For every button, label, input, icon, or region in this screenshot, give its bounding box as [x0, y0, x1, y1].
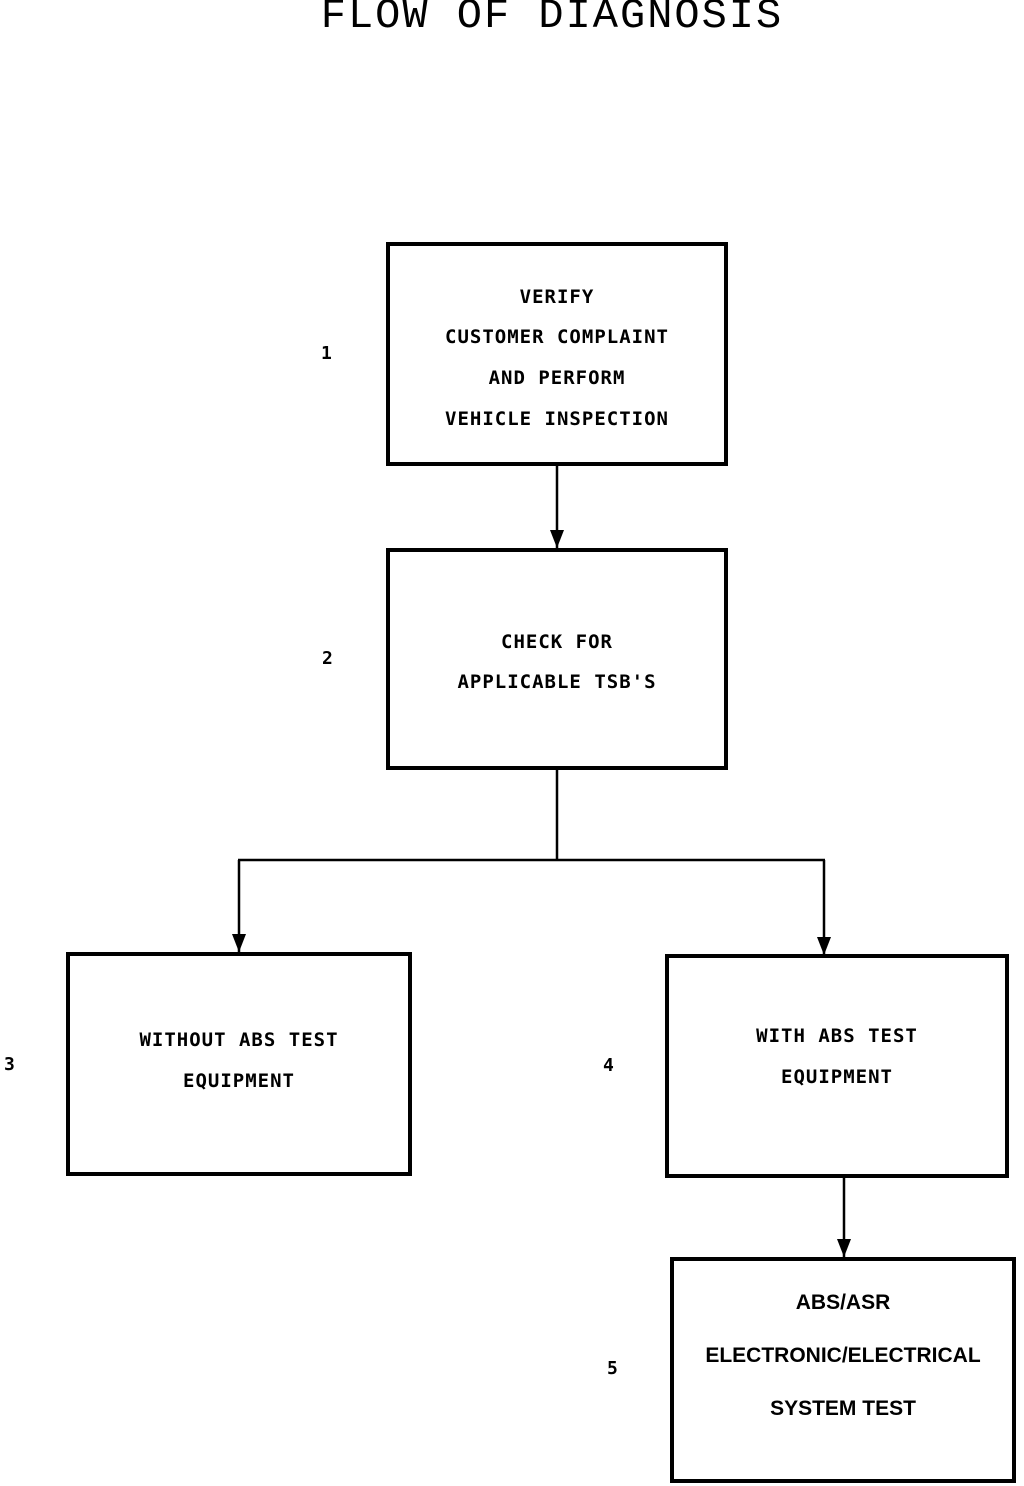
step-2-line: APPLICABLE TSB'S [457, 671, 657, 693]
step-2-line: CHECK FOR [501, 631, 613, 653]
step-5-number: 5 [607, 1358, 618, 1379]
arrowhead-2-to-4 [817, 937, 831, 955]
step-2-number: 2 [322, 648, 333, 669]
step-5-box: ABS/ASR ELECTRONIC/ELECTRICAL SYSTEM TES… [670, 1257, 1016, 1483]
step-5-line: SYSTEM TEST [770, 1397, 916, 1420]
step-3-number: 3 [4, 1054, 15, 1075]
arrowhead-2-to-3 [232, 934, 246, 952]
step-1-number: 1 [321, 343, 332, 364]
step-1-line: VEHICLE INSPECTION [445, 408, 669, 430]
diagram-title: FLOW OF DIAGNOSIS [320, 0, 784, 40]
step-3-box: WITHOUT ABS TEST EQUIPMENT [66, 952, 412, 1176]
step-1-line: CUSTOMER COMPLAINT [445, 326, 669, 348]
step-1-line: VERIFY [519, 286, 595, 308]
step-4-line: EQUIPMENT [781, 1066, 893, 1088]
step-4-box: WITH ABS TEST EQUIPMENT [665, 954, 1009, 1178]
step-1-line: AND PERFORM [488, 367, 626, 389]
step-5-line: ELECTRONIC/ELECTRICAL [705, 1344, 981, 1367]
step-5-line: ABS/ASR [795, 1291, 891, 1314]
step-4-number: 4 [603, 1055, 614, 1076]
step-3-line: WITHOUT ABS TEST [139, 1029, 339, 1051]
step-1-box: VERIFY CUSTOMER COMPLAINT AND PERFORM VE… [386, 242, 728, 466]
arrowhead-4-to-5 [837, 1239, 851, 1257]
step-3-line: EQUIPMENT [183, 1070, 295, 1092]
step-4-line: WITH ABS TEST [756, 1025, 918, 1047]
arrowhead-1-to-2 [550, 530, 564, 548]
step-2-box: CHECK FOR APPLICABLE TSB'S [386, 548, 728, 770]
